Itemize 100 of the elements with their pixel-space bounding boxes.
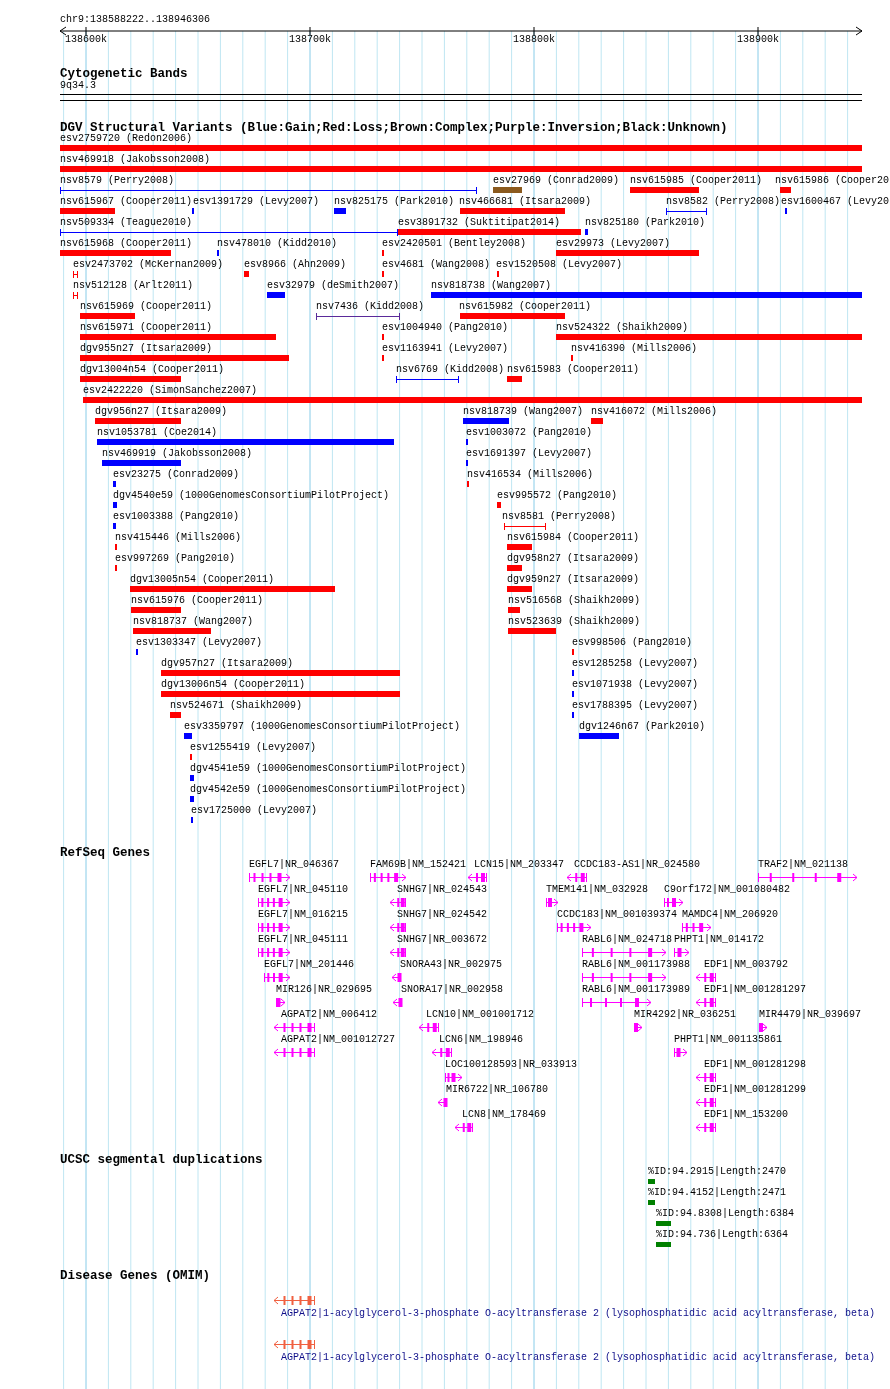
axis-tick-label: 138700k: [289, 35, 331, 45]
gene-label: RABL6|NM_001173988: [582, 960, 691, 970]
variant-label: dgv957n27 (Itsara2009): [161, 659, 294, 669]
duplication-label: %ID:94.736|Length:6364: [656, 1230, 789, 1240]
variant-label: esv1004940 (Pang2010): [382, 323, 509, 333]
track-title: UCSC segmental duplications: [60, 1154, 263, 1166]
variant-label: nsv615967 (Cooper2011): [60, 197, 193, 207]
variant-label: nsv523639 (Shaikh2009): [508, 617, 641, 627]
variant-label: nsv615985 (Cooper2011): [630, 176, 763, 186]
gene-label: EDF1|NM_001281299: [704, 1085, 807, 1095]
gene-label: C9orf172|NM_001080482: [664, 885, 791, 895]
axis-tick-label: 138900k: [737, 35, 779, 45]
variant-label: esv1520508 (Levy2007): [496, 260, 623, 270]
variant-label: dgv959n27 (Itsara2009): [507, 575, 640, 585]
variant-label: esv23275 (Conrad2009): [113, 470, 240, 480]
variant-label: esv27969 (Conrad2009): [493, 176, 620, 186]
gene-label: MIR6722|NR_106780: [446, 1085, 549, 1095]
disease-gene-label: AGPAT2|1-acylglycerol-3-phosphate O-acyltransferase 2 (lysophosphatidic acid acyltransferase, beta): [281, 1309, 876, 1319]
variant-label: nsv509334 (Teague2010): [60, 218, 193, 228]
variant-label: esv1071938 (Levy2007): [572, 680, 699, 690]
variant-label: nsv825180 (Park2010): [585, 218, 706, 228]
track-title: Cytogenetic Bands: [60, 68, 188, 80]
variant-label: esv1255419 (Levy2007): [190, 743, 317, 753]
variant-label: nsv469918 (Jakobsson2008): [60, 155, 211, 165]
variant-label: nsv6769 (Kidd2008): [396, 365, 505, 375]
variant-label: nsv7436 (Kidd2008): [316, 302, 425, 312]
variant-label: nsv415446 (Mills2006): [115, 533, 242, 543]
gene-label: LCN15|NM_203347: [474, 860, 564, 870]
gene-label: MIR4292|NR_036251: [634, 1010, 737, 1020]
gene-label: PHPT1|NM_014172: [674, 935, 764, 945]
gene-label: LCN8|NM_178469: [462, 1110, 546, 1120]
gene-label: EDF1|NM_001281297: [704, 985, 807, 995]
variant-label: esv2759720 (Redon2006): [60, 134, 193, 144]
variant-label: esv2473702 (McKernan2009): [73, 260, 224, 270]
variant-label: nsv524322 (Shaikh2009): [556, 323, 689, 333]
coordinate-range-label: chr9:138588222..138946306: [60, 15, 211, 25]
axis-tick-label: 138600k: [65, 35, 107, 45]
track-title: DGV Structural Variants (Blue:Gain;Red:Loss;Brown:Complex;Purple:Inversion;Black:Unknown): [60, 122, 728, 134]
variant-label: nsv615971 (Cooper2011): [80, 323, 213, 333]
variant-label: nsv466681 (Itsara2009): [459, 197, 592, 207]
gene-label: FAM69B|NM_152421: [370, 860, 466, 870]
gene-label: PHPT1|NM_001135861: [674, 1035, 783, 1045]
variant-label: dgv955n27 (Itsara2009): [80, 344, 213, 354]
gene-label: CCDC183-AS1|NR_024580: [574, 860, 701, 870]
variant-label: esv998506 (Pang2010): [572, 638, 693, 648]
gene-label: SNHG7|NR_003672: [397, 935, 487, 945]
variant-label: nsv524671 (Shaikh2009): [170, 701, 303, 711]
variant-label: esv1003388 (Pang2010): [113, 512, 240, 522]
variant-label: esv995572 (Pang2010): [497, 491, 618, 501]
track-title: RefSeq Genes: [60, 847, 150, 859]
gene-label: SNORA17|NR_002958: [401, 985, 504, 995]
duplication-label: %ID:94.4152|Length:2471: [648, 1188, 787, 1198]
variant-label: nsv8581 (Perry2008): [502, 512, 617, 522]
gene-label: LCN10|NM_001001712: [426, 1010, 535, 1020]
variant-label: esv29973 (Levy2007): [556, 239, 671, 249]
variant-label: esv1391729 (Levy2007): [193, 197, 320, 207]
gene-label: TRAF2|NM_021138: [758, 860, 848, 870]
variant-label: esv1003072 (Pang2010): [466, 428, 593, 438]
gene-label: EGFL7|NM_016215: [258, 910, 348, 920]
gene-label: LCN6|NM_198946: [439, 1035, 523, 1045]
variant-label: nsv615986 (Cooper20: [775, 176, 890, 186]
variant-label: nsv416072 (Mills2006): [591, 407, 718, 417]
gene-label: EDF1|NM_153200: [704, 1110, 788, 1120]
variant-label: nsv478010 (Kidd2010): [217, 239, 338, 249]
gene-label: MAMDC4|NM_206920: [682, 910, 778, 920]
variant-label: esv32979 (deSmith2007): [267, 281, 400, 291]
variant-label: dgv13005n54 (Cooper2011): [130, 575, 275, 585]
variant-label: nsv818737 (Wang2007): [133, 617, 254, 627]
variant-label: nsv615969 (Cooper2011): [80, 302, 213, 312]
variant-label: nsv818738 (Wang2007): [431, 281, 552, 291]
variant-label: dgv13006n54 (Cooper2011): [161, 680, 306, 690]
variant-label: nsv8582 (Perry2008): [666, 197, 781, 207]
variant-label: nsv512128 (Arlt2011): [73, 281, 194, 291]
gene-label: EGFL7|NR_045110: [258, 885, 348, 895]
variant-label: esv1285258 (Levy2007): [572, 659, 699, 669]
variant-label: esv3891732 (Suktitipat2014): [398, 218, 561, 228]
gene-label: RABL6|NM_001173989: [582, 985, 691, 995]
variant-label: esv1691397 (Levy2007): [466, 449, 593, 459]
variant-label: dgv4540e59 (1000GenomesConsortiumPilotProject): [113, 491, 390, 501]
variant-label: nsv469919 (Jakobsson2008): [102, 449, 253, 459]
gene-label: AGPAT2|NM_006412: [281, 1010, 377, 1020]
variant-label: dgv4541e59 (1000GenomesConsortiumPilotProject): [190, 764, 467, 774]
variant-label: nsv416390 (Mills2006): [571, 344, 698, 354]
gene-label: EDF1|NM_001281298: [704, 1060, 807, 1070]
variant-label: nsv615982 (Cooper2011): [459, 302, 592, 312]
gene-label: AGPAT2|NM_001012727: [281, 1035, 396, 1045]
duplication-label: %ID:94.8308|Length:6384: [656, 1209, 795, 1219]
variant-label: nsv615968 (Cooper2011): [60, 239, 193, 249]
variant-label: nsv8579 (Perry2008): [60, 176, 175, 186]
gene-label: LOC100128593|NR_033913: [445, 1060, 578, 1070]
cytoband-label: 9q34.3: [60, 81, 96, 91]
variant-label: esv997269 (Pang2010): [115, 554, 236, 564]
variant-label: dgv4542e59 (1000GenomesConsortiumPilotProject): [190, 785, 467, 795]
variant-label: esv1303347 (Levy2007): [136, 638, 263, 648]
gene-label: EDF1|NM_003792: [704, 960, 788, 970]
duplication-label: %ID:94.2915|Length:2470: [648, 1167, 787, 1177]
variant-label: esv3359797 (1000GenomesConsortiumPilotProject): [184, 722, 461, 732]
gene-label: EGFL7|NR_045111: [258, 935, 348, 945]
variant-label: nsv615984 (Cooper2011): [507, 533, 640, 543]
variant-label: esv2420501 (Bentley2008): [382, 239, 527, 249]
